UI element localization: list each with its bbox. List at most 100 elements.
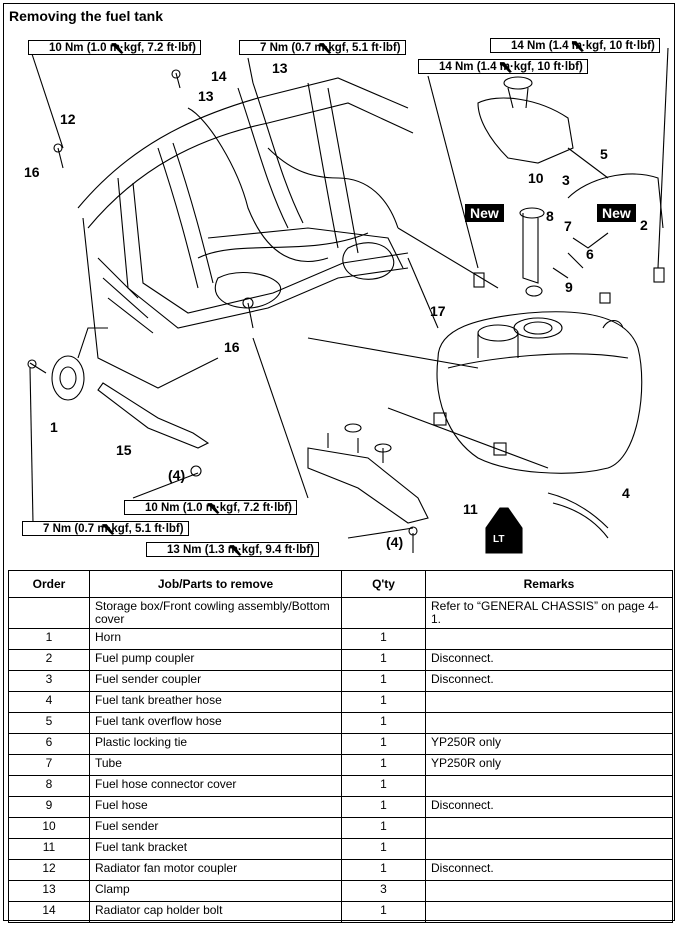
part-cell: Plastic locking tie [89, 733, 342, 755]
torque-wrench-icon [229, 545, 242, 556]
callout-number: 14 [211, 68, 227, 84]
remarks-cell [425, 691, 673, 713]
order-cell: 2 [8, 649, 90, 671]
order-cell: 4 [8, 691, 90, 713]
torque-wrench-icon [207, 503, 220, 514]
callout-number: 7 [564, 218, 572, 234]
quantity-cell: 1 [341, 817, 426, 839]
callout-number: (4) [168, 467, 186, 483]
order-cell: 5 [8, 712, 90, 734]
remarks-cell [425, 901, 673, 923]
part-cell: Fuel hose [89, 796, 342, 818]
torque-wrench-icon [319, 43, 332, 54]
callout-number: 12 [60, 111, 76, 127]
remarks-cell: Refer to “GENERAL CHASSIS” on page 4-1. [425, 597, 673, 629]
order-cell: 7 [8, 754, 90, 776]
callout-number: 4 [622, 485, 630, 501]
quantity-cell: 1 [341, 838, 426, 860]
part-cell: Fuel tank overflow hose [89, 712, 342, 734]
quantity-cell: 1 [341, 649, 426, 671]
torque-spec-text: 14 Nm (1.4 m·kgf, 10 ft·lbf) [439, 61, 583, 73]
table-row: Storage box/Front cowling assembly/Botto… [8, 597, 673, 629]
quantity-cell: 1 [341, 859, 426, 881]
fuel-tank-exploded-diagram: 10 Nm (1.0 m·kgf, 7.2 ft·lbf) 7 Nm (0.7 … [8, 28, 672, 568]
quantity-cell: 1 [341, 712, 426, 734]
manual-page: Removing the fuel tank [3, 3, 675, 923]
remarks-cell: YP250R only [425, 754, 673, 776]
part-cell: Radiator cap holder bolt [89, 901, 342, 923]
torque-spec-text: 14 Nm (1.4 m·kgf, 10 ft·lbf) [511, 40, 655, 52]
part-cell: Fuel pump coupler [89, 649, 342, 671]
order-cell: 11 [8, 838, 90, 860]
order-cell: 10 [8, 817, 90, 839]
part-cell: Clamp [89, 880, 342, 902]
quantity-cell: 1 [341, 691, 426, 713]
quantity-cell: 3 [341, 880, 426, 902]
torque-spec-text: 13 Nm (1.3 m·kgf, 9.4 ft·lbf) [167, 544, 314, 556]
table-body: Storage box/Front cowling assembly/Botto… [8, 597, 673, 923]
order-cell: 14 [8, 901, 90, 923]
quantity-cell: 1 [341, 670, 426, 692]
callout-number: 10 [528, 170, 544, 186]
part-cell: Fuel tank bracket [89, 838, 342, 860]
remarks-cell: Disconnect. [425, 649, 673, 671]
order-cell: 9 [8, 796, 90, 818]
locking-agent-label: LT [493, 534, 505, 545]
new-part-badge: New [465, 204, 504, 222]
torque-spec-item-2: 14 Nm (1.4 m·kgf, 10 ft·lbf) [490, 38, 660, 53]
callout-number: 3 [562, 172, 570, 188]
quantity-cell: 1 [341, 775, 426, 797]
callout-number: 2 [640, 217, 648, 233]
quantity-cell [341, 597, 426, 629]
new-part-badge: New [597, 204, 636, 222]
torque-spec-text: 7 Nm (0.7 m·kgf, 5.1 ft·lbf) [43, 523, 184, 535]
part-cell: Fuel tank breather hose [89, 691, 342, 713]
quantity-cell: 1 [341, 628, 426, 650]
column-header: Order [8, 570, 90, 598]
remarks-cell [425, 880, 673, 902]
torque-wrench-icon [571, 41, 584, 52]
quantity-cell: 1 [341, 796, 426, 818]
part-cell: Fuel sender coupler [89, 670, 342, 692]
callout-number: 13 [198, 88, 214, 104]
callout-number: (4) [386, 534, 404, 550]
torque-wrench-icon [102, 524, 115, 535]
callout-number: 15 [116, 442, 132, 458]
quantity-cell: 1 [341, 733, 426, 755]
order-cell: 13 [8, 880, 90, 902]
torque-spec-text: 10 Nm (1.0 m·kgf, 7.2 ft·lbf) [49, 42, 196, 54]
remarks-cell [425, 838, 673, 860]
torque-spec-item-16: 10 Nm (1.0 m·kgf, 7.2 ft·lbf) [28, 40, 201, 55]
torque-wrench-icon [499, 62, 512, 73]
callout-number: 1 [50, 419, 58, 435]
torque-spec-item-17: 14 Nm (1.4 m·kgf, 10 ft·lbf) [418, 59, 588, 74]
order-cell: 1 [8, 628, 90, 650]
order-cell: 12 [8, 859, 90, 881]
remarks-cell: YP250R only [425, 733, 673, 755]
quantity-cell: 1 [341, 901, 426, 923]
remarks-cell [425, 712, 673, 734]
part-cell: Fuel sender [89, 817, 342, 839]
order-cell [8, 597, 90, 629]
table-header-row: Order Job/Parts to remove Q'ty Remarks [8, 570, 673, 598]
callout-number: 13 [272, 60, 288, 76]
torque-spec-item-11: 13 Nm (1.3 m·kgf, 9.4 ft·lbf) [146, 542, 319, 557]
torque-spec-item-15: 10 Nm (1.0 m·kgf, 7.2 ft·lbf) [124, 500, 297, 515]
torque-spec-text: 10 Nm (1.0 m·kgf, 7.2 ft·lbf) [145, 502, 292, 514]
column-header: Job/Parts to remove [89, 570, 342, 598]
remarks-cell: Disconnect. [425, 796, 673, 818]
torque-spec-item-13: 7 Nm (0.7 m·kgf, 5.1 ft·lbf) [239, 40, 406, 55]
remarks-cell [425, 817, 673, 839]
order-cell: 3 [8, 670, 90, 692]
